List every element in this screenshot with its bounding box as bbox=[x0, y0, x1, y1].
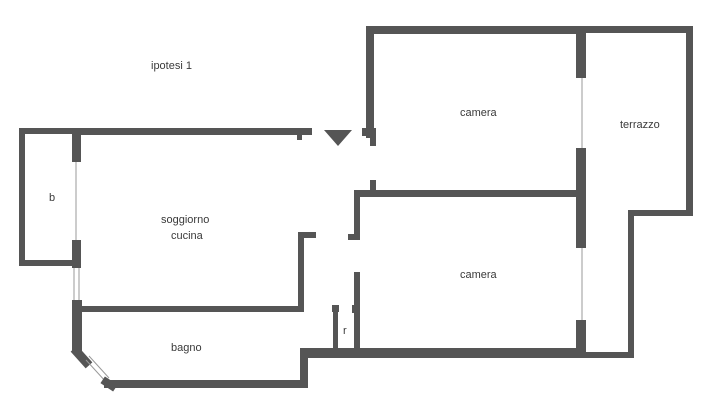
room-label-soggiorno: soggiorno bbox=[161, 214, 209, 226]
room-label-terrazzo: terrazzo bbox=[620, 119, 660, 131]
room-label-camera-bottom: camera bbox=[460, 269, 498, 281]
top-bedroom-walls bbox=[354, 26, 586, 248]
room-label-cucina: cucina bbox=[171, 230, 204, 242]
living-room-walls bbox=[72, 128, 376, 310]
room-label-camera-top: camera bbox=[460, 107, 498, 119]
room-label-ripostiglio: r bbox=[343, 325, 347, 337]
terrace-walls bbox=[582, 26, 693, 358]
storage-walls bbox=[332, 305, 358, 353]
bottom-bedroom-walls bbox=[300, 248, 586, 358]
plan-title: ipotesi 1 bbox=[151, 60, 192, 72]
entrance-arrow-icon bbox=[324, 130, 352, 146]
room-label-bagno: bagno bbox=[171, 342, 202, 354]
bathroom-walls bbox=[70, 268, 308, 392]
balcony-walls bbox=[19, 128, 81, 268]
room-label-balcony: b bbox=[49, 192, 55, 204]
